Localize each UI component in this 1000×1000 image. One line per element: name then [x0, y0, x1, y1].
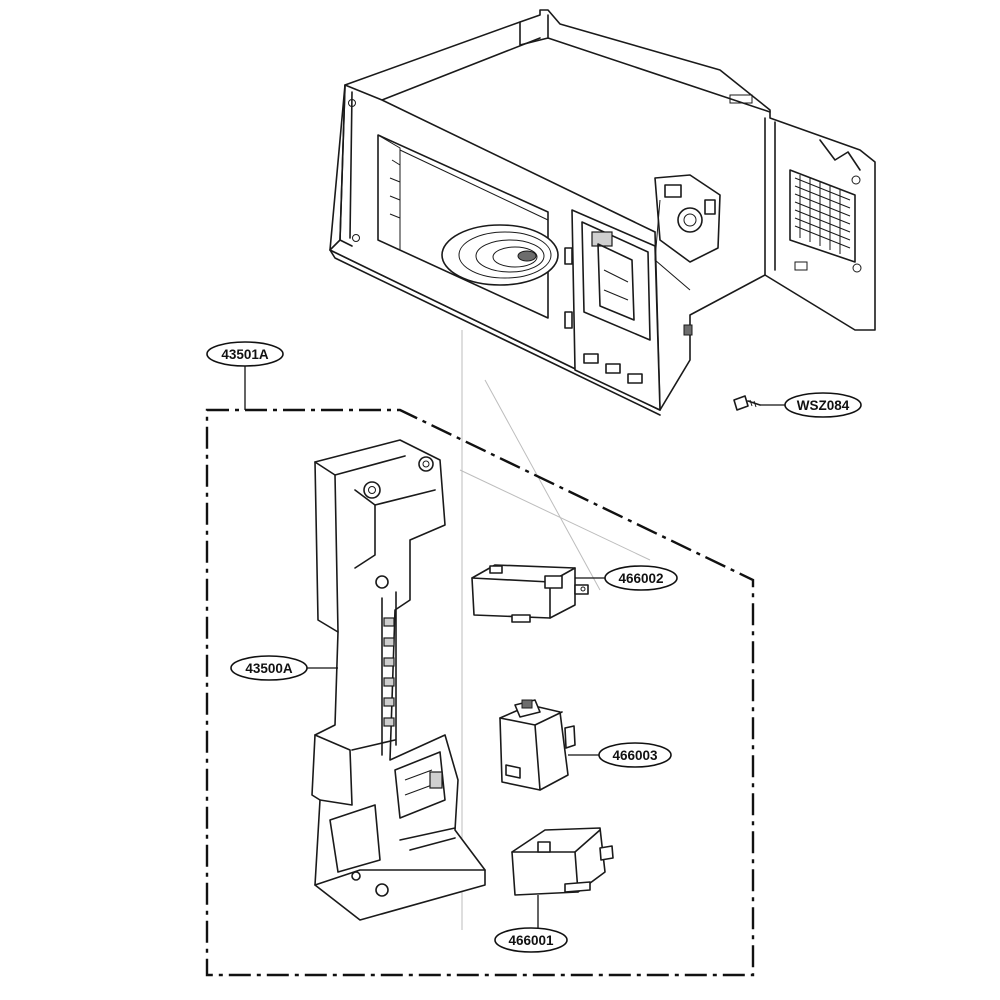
assembly-boundary — [205, 408, 755, 977]
latch-board-part — [311, 439, 486, 921]
callout-43500A: 43500A — [230, 655, 308, 681]
micro-switch-466003 — [499, 699, 576, 791]
micro-switch-466002 — [471, 564, 589, 623]
callout-466001-label: 466001 — [508, 933, 554, 948]
callout-WSZ084-label: WSZ084 — [797, 398, 850, 413]
alignment-lines — [459, 330, 651, 930]
callout-43501A: 43501A — [206, 341, 284, 367]
magnetron-bracket — [654, 174, 721, 291]
callout-43501A-label: 43501A — [221, 347, 269, 362]
callout-43500A-label: 43500A — [245, 661, 293, 676]
callout-466003: 466003 — [598, 742, 672, 768]
callout-leaders — [244, 366, 785, 928]
callout-466001: 466001 — [494, 927, 568, 953]
callout-WSZ084: WSZ084 — [784, 392, 862, 418]
latch-slots — [564, 247, 643, 384]
vent-grille — [794, 175, 851, 254]
callout-466002: 466002 — [604, 565, 678, 591]
microwave-cavity-chassis — [329, 9, 876, 416]
screw-part — [733, 395, 761, 411]
latch-rack-teeth — [381, 591, 397, 756]
callout-466003-label: 466003 — [612, 748, 658, 763]
callout-466002-label: 466002 — [618, 571, 663, 586]
micro-switch-466001 — [511, 827, 614, 896]
turntable-plate — [441, 224, 559, 286]
